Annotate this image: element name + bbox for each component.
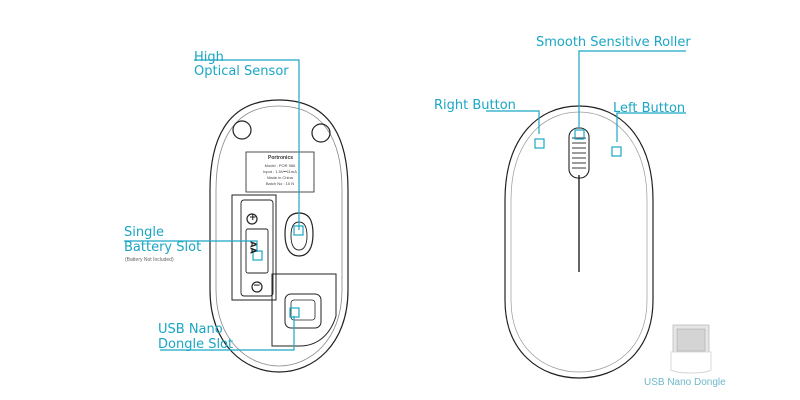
sticker-model: Model : POR 986 bbox=[264, 163, 296, 168]
battery-minus-label: − bbox=[253, 281, 261, 291]
scroll-wheel bbox=[572, 137, 586, 169]
callout-box-battery bbox=[252, 250, 263, 261]
battery-minus-mark bbox=[251, 281, 263, 293]
sticker-batch: Batch No : 10 N bbox=[265, 181, 295, 186]
callout-line-right-button bbox=[486, 110, 540, 134]
label-battery-line1: Single bbox=[124, 225, 164, 240]
dongle-slot bbox=[284, 293, 322, 329]
callout-line-sensor bbox=[194, 59, 300, 230]
mouse-bottom-view bbox=[209, 99, 349, 373]
label-right-button: Right Button bbox=[434, 98, 516, 113]
sticker-input: Input : 1.5V⎓11mA bbox=[263, 169, 297, 174]
callout-box-left-button bbox=[611, 146, 622, 157]
battery-compartment bbox=[231, 194, 277, 301]
dongle-compartment bbox=[271, 273, 337, 347]
optical-sensor-lens bbox=[290, 221, 308, 251]
mouse-top-view bbox=[504, 105, 654, 379]
mouse-bottom-inner-outline bbox=[215, 105, 343, 367]
callout-lines bbox=[124, 50, 686, 351]
optical-sensor-housing bbox=[284, 212, 314, 257]
battery-aa-label: AA bbox=[248, 241, 258, 254]
usb-dongle-illustration bbox=[670, 324, 712, 374]
battery-body bbox=[245, 228, 269, 274]
battery-cover-slot bbox=[240, 199, 274, 297]
label-sensor-line1: High bbox=[194, 50, 224, 65]
mouse-bottom-outline bbox=[209, 99, 349, 373]
callout-box-roller bbox=[574, 129, 585, 140]
callout-box-right-button bbox=[534, 138, 545, 149]
label-dongle: USB Nano Dongle bbox=[644, 377, 726, 388]
callout-line-dongle-slot bbox=[160, 316, 295, 351]
callout-box-dongle-slot bbox=[289, 307, 300, 318]
callout-line-battery bbox=[124, 240, 258, 252]
skate-pad-right bbox=[311, 123, 331, 143]
skate-pad-left bbox=[232, 120, 252, 140]
label-battery-line2: Battery Slot bbox=[124, 240, 202, 255]
dongle-slot-inner bbox=[290, 299, 316, 321]
battery-plus-mark bbox=[246, 213, 258, 225]
label-left-button: Left Button bbox=[613, 101, 686, 116]
label-sensor-line2: Optical Sensor bbox=[194, 64, 289, 79]
battery-plus-label: + bbox=[249, 213, 257, 223]
label-roller: Smooth Sensitive Roller bbox=[536, 35, 691, 50]
mouse-top-inner-outline bbox=[510, 111, 648, 373]
mouse-top-outline bbox=[504, 105, 654, 379]
sticker-origin: Made in China bbox=[267, 175, 293, 180]
label-battery-note: (Battery Not Included) bbox=[125, 257, 174, 263]
sticker-brand: Portronics bbox=[268, 155, 294, 161]
label-dongle-slot-line1: USB Nano bbox=[158, 322, 223, 337]
callout-line-roller bbox=[578, 50, 686, 128]
callout-line-left-button bbox=[616, 112, 686, 142]
callout-box-sensor bbox=[293, 225, 304, 236]
label-dongle-slot-line2: Dongle Slot bbox=[158, 337, 234, 352]
product-sticker bbox=[245, 151, 315, 193]
